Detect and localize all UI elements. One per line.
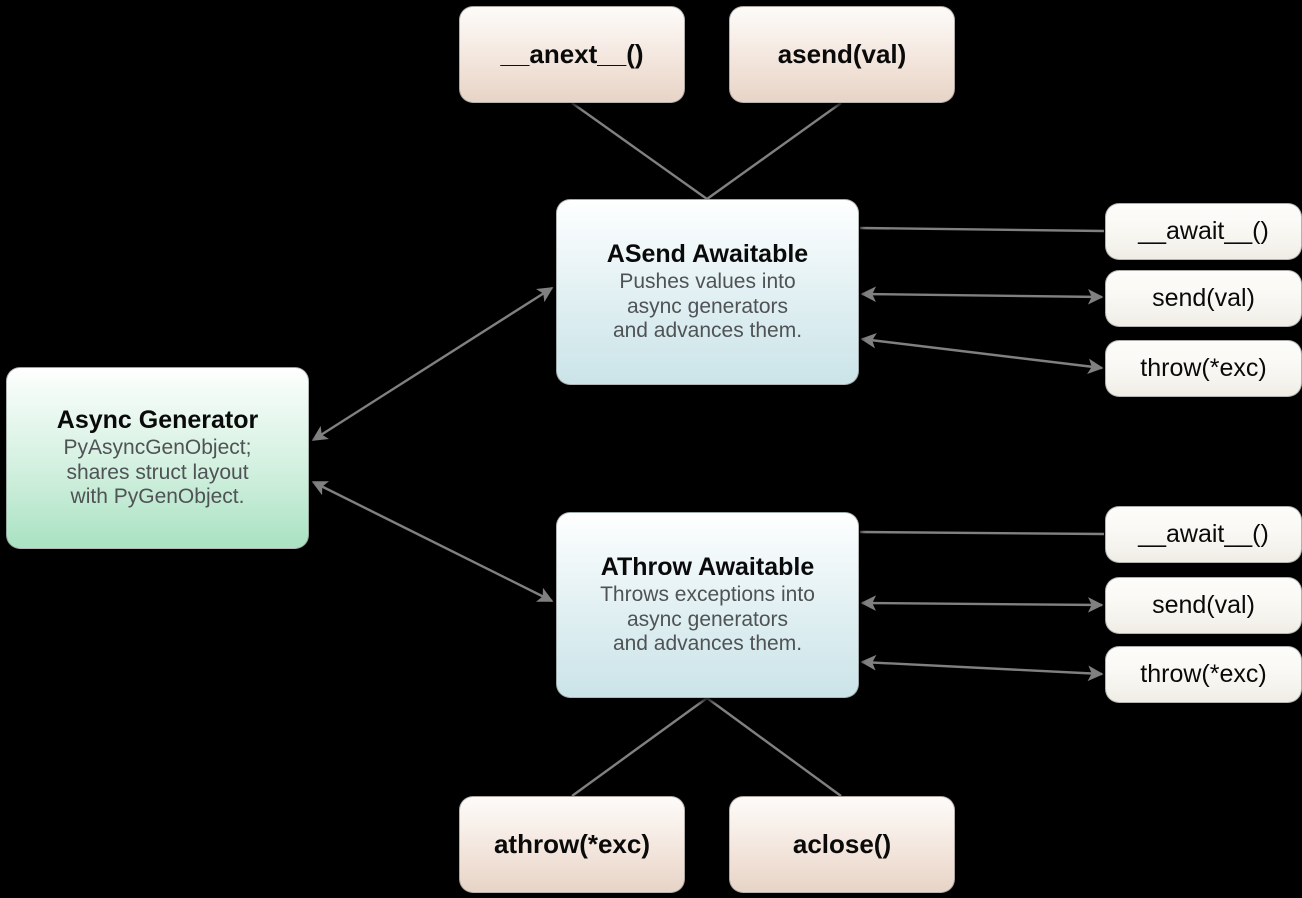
athrow-subtitle-line-3: and advances them. (612, 632, 803, 656)
async-generator-subtitle-line-1: PyAsyncGenObject; (63, 436, 252, 460)
protocol-label-athrow-send: send(val) (1152, 591, 1255, 619)
athrow-subtitle-line-1: Throws exceptions into (600, 583, 815, 607)
method-box-asend[interactable]: asend(val) (729, 6, 955, 103)
protocol-label-athrow-await: __await__() (1138, 520, 1269, 548)
edge-athrow-to-athrow (571, 697, 708, 797)
protocol-box-athrow-throw[interactable]: throw(*exc) (1105, 646, 1302, 703)
asend-subtitle-line-1: Pushes values into (619, 270, 796, 294)
async-generator-title: Async Generator (56, 406, 259, 435)
protocol-box-athrow-await[interactable]: __await__() (1105, 506, 1302, 563)
asend-subtitle-line-2: async generators (626, 294, 789, 318)
protocol-label-asend-throw: throw(*exc) (1140, 354, 1267, 382)
async-generator-subtitle-line-3: with PyGenObject. (70, 485, 245, 509)
protocol-box-asend-await[interactable]: __await__() (1105, 203, 1302, 260)
edge-athrow-await (859, 530, 1105, 536)
method-label-anext: __anext__() (500, 39, 644, 69)
edge-asend-throw (860, 332, 1104, 375)
edge-anext-to-asend (571, 102, 708, 200)
edge-asend-await (859, 226, 1105, 233)
protocol-box-asend-throw[interactable]: throw(*exc) (1105, 340, 1302, 397)
method-label-athrow: athrow(*exc) (493, 829, 651, 859)
node-athrow-awaitable[interactable]: AThrow Awaitable Throws exceptions into … (556, 512, 859, 698)
edge-gen-athrow (311, 480, 554, 603)
protocol-box-athrow-send[interactable]: send(val) (1105, 577, 1302, 634)
asend-subtitle-line-3: and advances them. (612, 319, 803, 343)
protocol-label-asend-send: send(val) (1152, 284, 1255, 312)
asend-title: ASend Awaitable (606, 240, 809, 269)
edge-athrow-send (860, 595, 1104, 613)
method-box-athrow[interactable]: athrow(*exc) (459, 796, 685, 893)
edge-gen-asend (311, 286, 554, 442)
node-asend-awaitable[interactable]: ASend Awaitable Pushes values into async… (556, 199, 859, 385)
async-generator-subtitle-line-2: shares struct layout (66, 460, 249, 484)
node-async-generator[interactable]: Async Generator PyAsyncGenObject; shares… (6, 367, 309, 549)
athrow-title: AThrow Awaitable (600, 553, 815, 582)
method-label-aclose: aclose() (792, 829, 892, 859)
protocol-label-asend-await: __await__() (1138, 217, 1269, 245)
protocol-box-asend-send[interactable]: send(val) (1105, 270, 1302, 327)
method-label-asend: asend(val) (777, 39, 907, 69)
edge-asend-send (860, 286, 1104, 305)
athrow-subtitle-line-2: async generators (626, 607, 789, 631)
method-box-aclose[interactable]: aclose() (729, 796, 955, 893)
edge-asend-to-asend (706, 102, 842, 200)
edge-aclose-to-athrow (706, 697, 842, 797)
edge-athrow-throw (860, 654, 1104, 682)
protocol-label-athrow-throw: throw(*exc) (1140, 660, 1267, 688)
method-box-anext[interactable]: __anext__() (459, 6, 685, 103)
